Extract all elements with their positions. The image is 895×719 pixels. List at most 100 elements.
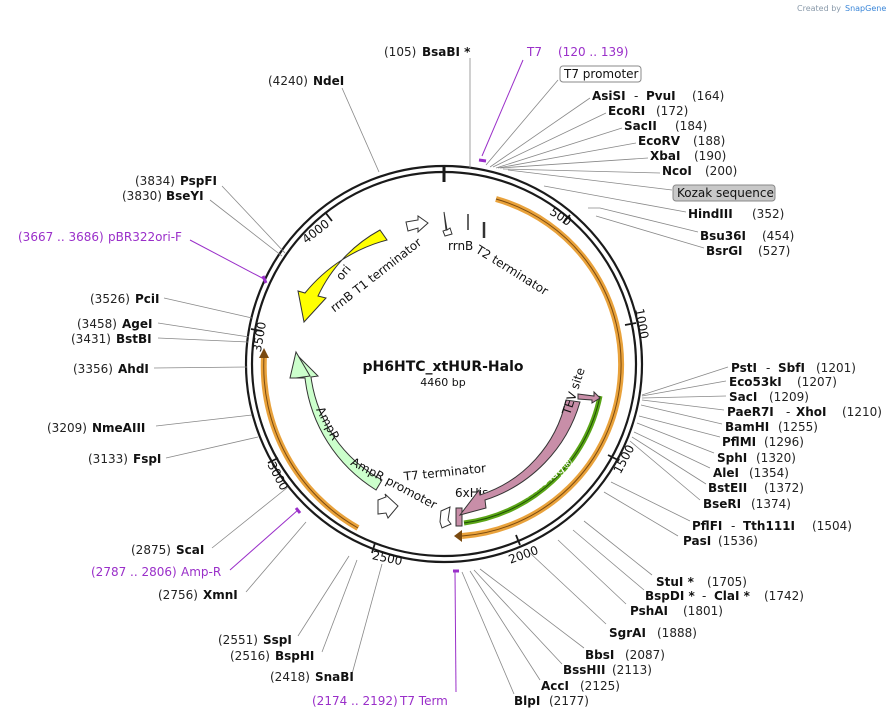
ecorv-label[interactable]: EcoRV bbox=[638, 134, 681, 148]
t7-term-primer-label[interactable]: T7 Term bbox=[399, 694, 448, 708]
halotag-feature-arrow bbox=[458, 399, 581, 516]
snapgene-brand: SnapGene bbox=[845, 4, 886, 13]
scai-position: (2875) bbox=[131, 543, 171, 557]
sgrai-label[interactable]: SgrAI bbox=[609, 626, 646, 640]
sgrai-position: (1888) bbox=[657, 626, 697, 640]
eco53ki-label[interactable]: Eco53kI bbox=[729, 375, 782, 389]
ahdi-label[interactable]: AhdI bbox=[118, 362, 149, 376]
paer7i-label[interactable]: PaeR7I bbox=[727, 405, 774, 419]
xmni-label[interactable]: XmnI bbox=[203, 588, 238, 602]
alei-label[interactable]: AleI bbox=[713, 466, 739, 480]
bsphi-label[interactable]: BspHI bbox=[275, 649, 314, 663]
eco53ki-position: (1207) bbox=[797, 375, 837, 389]
bstbi-label[interactable]: BstBI bbox=[116, 332, 152, 346]
rrnb-t2-arrow bbox=[442, 211, 453, 237]
tev-site-label: TEV site bbox=[559, 366, 588, 418]
bsteii-label[interactable]: BstEII bbox=[708, 481, 747, 495]
xbai-label[interactable]: XbaI bbox=[650, 149, 680, 163]
asisi-label[interactable]: AsiSI bbox=[592, 89, 626, 103]
pflfi-position: (1504) bbox=[812, 519, 852, 533]
fspi-label[interactable]: FspI bbox=[133, 452, 161, 466]
bamhi-label[interactable]: BamHI bbox=[725, 420, 769, 434]
ori-feature-arrow bbox=[297, 229, 388, 324]
pbr322-ori-label[interactable]: pBR322ori-F bbox=[108, 230, 182, 244]
ncoi-label[interactable]: NcoI bbox=[662, 164, 692, 178]
alei-position: (1354) bbox=[749, 466, 789, 480]
kozak-sequence-box[interactable] bbox=[672, 184, 776, 202]
bspdi-label[interactable]: BspDI * bbox=[645, 589, 695, 603]
bsshii-position: (2113) bbox=[612, 663, 652, 677]
ndei-label[interactable]: NdeI bbox=[313, 74, 344, 88]
blpi-label[interactable]: BlpI bbox=[514, 694, 540, 708]
pflmi-label[interactable]: PflMI bbox=[722, 435, 756, 449]
sbfi-label[interactable]: SbfI bbox=[778, 361, 805, 375]
paer7i-sep: - bbox=[786, 405, 790, 419]
ndei-position: (4240) bbox=[268, 74, 308, 88]
tick-2000: 2000 bbox=[507, 543, 540, 567]
pflfi-label[interactable]: PflFI bbox=[692, 519, 722, 533]
stui-label[interactable]: StuI * bbox=[656, 575, 695, 589]
saci-position: (1209) bbox=[769, 390, 809, 404]
t7-primer-label[interactable]: T7 bbox=[526, 45, 542, 59]
tick-1000: 1000 bbox=[632, 307, 651, 340]
sacii-label[interactable]: SacII bbox=[624, 119, 657, 133]
bspdi-sep: - bbox=[702, 589, 706, 603]
rrnb-t1-arrow bbox=[405, 215, 429, 234]
acci-position: (2125) bbox=[580, 679, 620, 693]
clai-label[interactable]: ClaI * bbox=[714, 589, 751, 603]
nmeaiii-label[interactable]: NmeAIII bbox=[92, 421, 145, 435]
fspi-position: (3133) bbox=[88, 452, 128, 466]
ampr-promoter-arrow bbox=[377, 493, 399, 519]
snabi-label[interactable]: SnaBI bbox=[315, 670, 354, 684]
sphi-position: (1320) bbox=[756, 451, 796, 465]
ahdi-position: (3356) bbox=[73, 362, 113, 376]
bbsi-position: (2087) bbox=[625, 648, 665, 662]
t7-terminator-label: T7 terminator bbox=[402, 461, 487, 484]
rrnb-t2-label-a: rrnB bbox=[448, 239, 473, 253]
sspi-position: (2551) bbox=[218, 633, 258, 647]
acci-label[interactable]: AccI bbox=[541, 679, 569, 693]
xmni-position: (2756) bbox=[158, 588, 198, 602]
agei-label[interactable]: AgeI bbox=[122, 317, 152, 331]
pasi-label[interactable]: PasI bbox=[683, 534, 711, 548]
t7-term-primer-range: (2174 .. 2192) bbox=[312, 694, 398, 708]
stui-position: (1705) bbox=[707, 575, 747, 589]
bsu36i-position: (454) bbox=[762, 229, 794, 243]
xhoi-label[interactable]: XhoI bbox=[796, 405, 827, 419]
pshai-label[interactable]: PshAI bbox=[630, 604, 668, 618]
t7-promoter-box[interactable] bbox=[559, 65, 642, 83]
bseri-label[interactable]: BseRI bbox=[703, 497, 741, 511]
pvui-label[interactable]: PvuI bbox=[646, 89, 676, 103]
psti-label[interactable]: PstI bbox=[731, 361, 757, 375]
asisi-position: (164) bbox=[692, 89, 724, 103]
scai-label[interactable]: ScaI bbox=[176, 543, 204, 557]
tick-3500: 3500 bbox=[250, 321, 269, 354]
bbsi-label[interactable]: BbsI bbox=[585, 648, 614, 662]
bseyi-label[interactable]: BseYI bbox=[166, 189, 204, 203]
saci-label[interactable]: SacI bbox=[729, 390, 757, 404]
hindiii-position: (352) bbox=[752, 207, 784, 221]
backbone-ring bbox=[244, 164, 644, 564]
bsabi-label[interactable]: BsaBI * bbox=[422, 45, 471, 59]
hindiii-label[interactable]: HindIII bbox=[688, 207, 733, 221]
psti-position: (1201) bbox=[816, 361, 856, 375]
rrnb-t2-label-b: T2 terminator bbox=[472, 242, 550, 298]
his-tag-block bbox=[455, 507, 463, 527]
amp-r-primer-label[interactable]: Amp-R bbox=[181, 565, 221, 579]
pspfi-label[interactable]: PspFI bbox=[180, 174, 217, 188]
sphi-label[interactable]: SphI bbox=[717, 451, 747, 465]
bsshii-label[interactable]: BssHII bbox=[563, 663, 605, 677]
snabi-position: (2418) bbox=[270, 670, 310, 684]
t7-promoter-label: T7 promoter bbox=[563, 67, 639, 81]
tick-2500: 2500 bbox=[371, 548, 404, 568]
primer-marks bbox=[261, 158, 487, 573]
bsrgi-label[interactable]: BsrGI bbox=[706, 244, 743, 258]
pcii-label[interactable]: PciI bbox=[135, 292, 160, 306]
ecori-label[interactable]: EcoRI bbox=[608, 104, 645, 118]
tth111i-label[interactable]: Tth111I bbox=[743, 519, 795, 533]
sspi-label[interactable]: SspI bbox=[263, 633, 292, 647]
t7-terminator-arrow bbox=[439, 506, 452, 529]
bsu36i-label[interactable]: Bsu36I bbox=[700, 229, 746, 243]
tev-site-arrow bbox=[577, 390, 601, 404]
asisi-sep: - bbox=[634, 89, 638, 103]
